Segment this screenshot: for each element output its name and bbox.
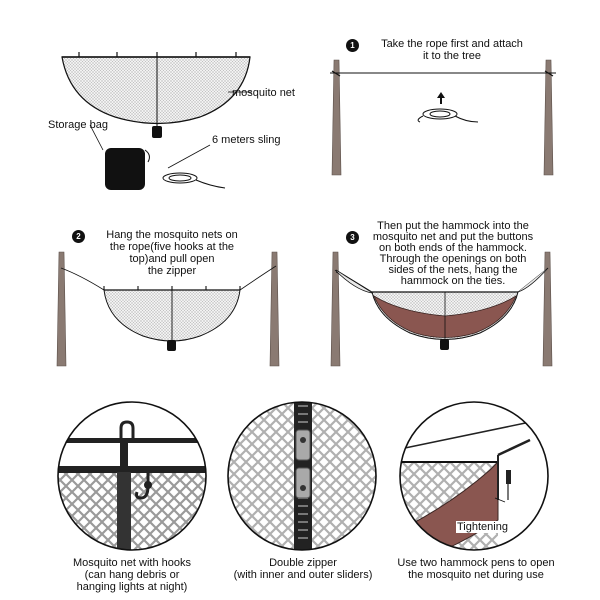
step-2-illustration	[56, 251, 280, 367]
storage-bag-label: Storage bag	[48, 119, 108, 131]
tightening-label: Tightening	[456, 521, 509, 533]
detail-tightening	[399, 401, 549, 551]
hook-icons	[78, 52, 237, 57]
detail-double-zipper	[227, 401, 377, 551]
step-3-illustration	[330, 251, 553, 367]
tree-right-icon	[543, 59, 554, 176]
caption-tightening: Use two hammock pens to open the mosquit…	[397, 557, 555, 581]
step-2-text: Hang the mosquito nets on the rope(five …	[106, 229, 238, 277]
detail-hooks	[57, 401, 207, 551]
step-1-text: Take the rope first and attach it to the…	[381, 38, 523, 62]
arrow-up-icon	[437, 92, 445, 104]
zipper-slider-upper-icon	[295, 429, 311, 461]
product-overview	[61, 52, 252, 190]
sling-label: 6 meters sling	[212, 134, 281, 146]
step-3-badge: 3	[346, 231, 359, 244]
step-3-text: Then put the hammock into the mosquito n…	[372, 220, 534, 287]
caption-double-zipper: Double zipper (with inner and outer slid…	[233, 557, 373, 581]
step-2-badge: 2	[72, 230, 85, 243]
zipper-pull-icon	[152, 126, 162, 138]
mosquito-net-label: mosquito net	[232, 87, 295, 99]
mosquito-net-shape	[61, 56, 251, 125]
rope-coil-icon	[417, 108, 479, 123]
caption-hooks: Mosquito net with hooks (can hang debris…	[72, 557, 191, 593]
storage-bag-icon	[105, 148, 145, 190]
step-1-badge: 1	[346, 39, 359, 52]
step-1-illustration	[330, 59, 556, 176]
cord-lock-icon	[506, 470, 511, 484]
sling-icon	[162, 172, 226, 189]
zipper-slider-lower-icon	[295, 467, 311, 499]
tree-left-icon	[331, 59, 342, 176]
